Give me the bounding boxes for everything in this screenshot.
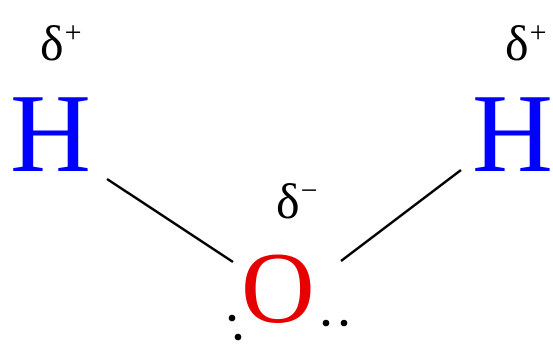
lone-pair-electron-left-1 [228, 314, 236, 322]
oxygen-negative-sign: − [300, 174, 318, 207]
oxygen-delta-symbol: δ [276, 173, 300, 229]
hydrogen-right-partial-charge: δ+ [505, 15, 547, 71]
hydrogen-left-partial-charge: δ+ [40, 15, 82, 71]
oxygen-partial-charge: δ− [276, 173, 318, 229]
hydrogen-left-positive-sign: + [64, 16, 82, 49]
left-covalent-bond [106, 177, 234, 264]
lone-pair-electron-right-2 [340, 319, 348, 327]
right-covalent-bond [340, 169, 462, 262]
lone-pair-electron-left-2 [234, 333, 242, 341]
lone-pair-electron-right-1 [322, 319, 330, 327]
oxygen-atom: O [241, 232, 315, 345]
hydrogen-right-delta-symbol: δ [505, 15, 529, 71]
hydrogen-atom-left: H [10, 72, 91, 196]
hydrogen-atom-right: H [472, 72, 553, 196]
hydrogen-right-positive-sign: + [529, 16, 547, 49]
hydrogen-left-delta-symbol: δ [40, 15, 64, 71]
